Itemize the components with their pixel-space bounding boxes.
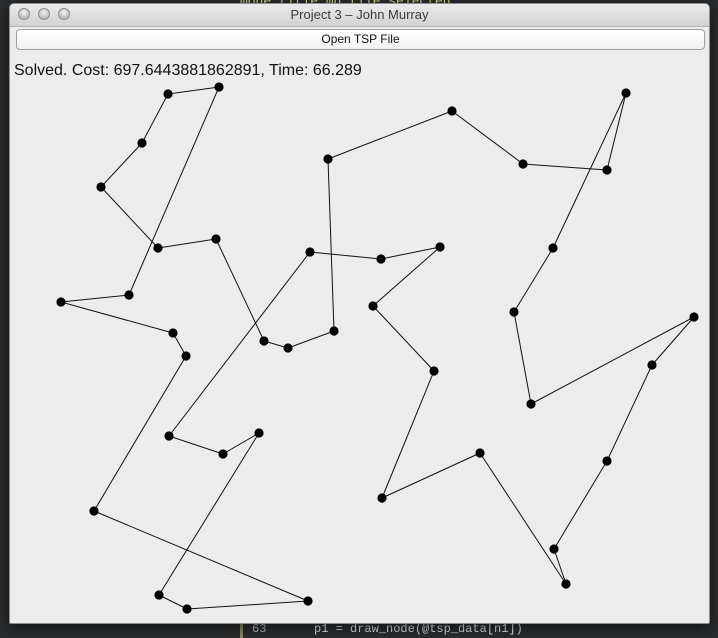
tour-edge: [381, 452, 481, 499]
tour-edge: [215, 238, 265, 342]
tour-edge: [327, 110, 453, 160]
tour-edge: [522, 163, 608, 171]
tour-edge: [513, 311, 532, 405]
city-node: [621, 88, 631, 98]
background-code-line-bottom: p1 = draw_node(@tsp_data[n1]): [314, 622, 523, 636]
tour-edge: [513, 247, 554, 313]
tour-edge: [606, 92, 627, 171]
status-text: Solved. Cost: 697.6443881862891, Time: 6…: [14, 62, 362, 79]
city-node: [137, 138, 147, 148]
tour-edge: [372, 246, 441, 307]
tour-edge: [372, 305, 435, 372]
tour-edge: [381, 370, 435, 499]
tour-edge: [309, 251, 382, 260]
title-bar[interactable]: Project 3 – John Murray: [10, 4, 709, 27]
tour-edge: [128, 86, 220, 296]
city-node: [526, 399, 536, 409]
tour-edge: [157, 238, 217, 249]
tour-edge: [93, 355, 187, 512]
city-node: [518, 159, 528, 169]
city-node: [153, 243, 163, 253]
city-node: [154, 590, 164, 600]
zoom-window-icon[interactable]: [58, 8, 70, 20]
tour-edge: [552, 92, 627, 249]
window-title: Project 3 – John Murray: [290, 7, 429, 22]
background-gutter-marker: [240, 622, 243, 638]
city-node: [283, 343, 293, 353]
close-window-icon[interactable]: [18, 8, 30, 20]
tour-edge: [100, 186, 159, 249]
city-node: [305, 247, 315, 257]
city-node: [368, 301, 378, 311]
city-node: [303, 596, 313, 606]
background-code-bottom-bar: [0, 622, 718, 638]
tour-edge: [186, 600, 309, 610]
background-right-strip: [708, 0, 718, 638]
tour-edge: [479, 452, 567, 585]
tour-edge: [327, 158, 335, 332]
background-left-strip: [0, 0, 9, 638]
city-node: [602, 456, 612, 466]
tour-edge: [168, 251, 311, 437]
city-node: [259, 336, 269, 346]
tour-edge: [530, 316, 695, 405]
city-node: [548, 243, 558, 253]
open-tsp-file-button[interactable]: Open TSP File: [16, 29, 705, 50]
city-node: [377, 493, 387, 503]
city-node: [602, 165, 612, 175]
city-node: [689, 312, 699, 322]
minimize-window-icon[interactable]: [38, 8, 50, 20]
city-node: [124, 290, 134, 300]
tsp-window: Project 3 – John Murray Open TSP File So…: [9, 3, 710, 624]
tour-edge: [553, 460, 608, 550]
city-node: [96, 182, 106, 192]
tsp-canvas: [56, 82, 699, 614]
city-node: [182, 604, 192, 614]
city-node: [429, 366, 439, 376]
city-node: [329, 326, 339, 336]
city-node: [435, 242, 445, 252]
tour-edge: [93, 510, 309, 602]
city-node: [509, 307, 519, 317]
tour-edge: [287, 330, 335, 349]
city-node: [647, 360, 657, 370]
tour-edge: [168, 435, 224, 455]
tour-edge: [100, 142, 143, 188]
tour-edge: [60, 301, 174, 334]
tour-edge: [451, 110, 524, 165]
city-node: [168, 328, 178, 338]
background-line-number: 63: [252, 622, 267, 636]
city-node: [323, 154, 333, 164]
tour-edge: [158, 594, 188, 610]
city-node: [211, 234, 221, 244]
city-node: [89, 506, 99, 516]
city-node: [163, 89, 173, 99]
tour-edge: [380, 246, 441, 260]
city-node: [181, 351, 191, 361]
tour-edge: [158, 432, 260, 596]
tour-edge: [553, 548, 567, 585]
city-node: [214, 82, 224, 92]
city-node: [447, 106, 457, 116]
tour-edge: [606, 364, 653, 462]
city-node: [475, 448, 485, 458]
tour-edge: [60, 294, 130, 303]
city-node: [164, 431, 174, 441]
city-node: [561, 579, 571, 589]
tour-edge: [651, 316, 695, 366]
city-node: [218, 449, 228, 459]
city-node: [376, 254, 386, 264]
tour-edge: [141, 93, 169, 144]
tour-edge: [167, 86, 220, 95]
city-node: [549, 544, 559, 554]
city-node: [56, 297, 66, 307]
city-node: [254, 428, 264, 438]
tour-edge: [222, 432, 260, 455]
